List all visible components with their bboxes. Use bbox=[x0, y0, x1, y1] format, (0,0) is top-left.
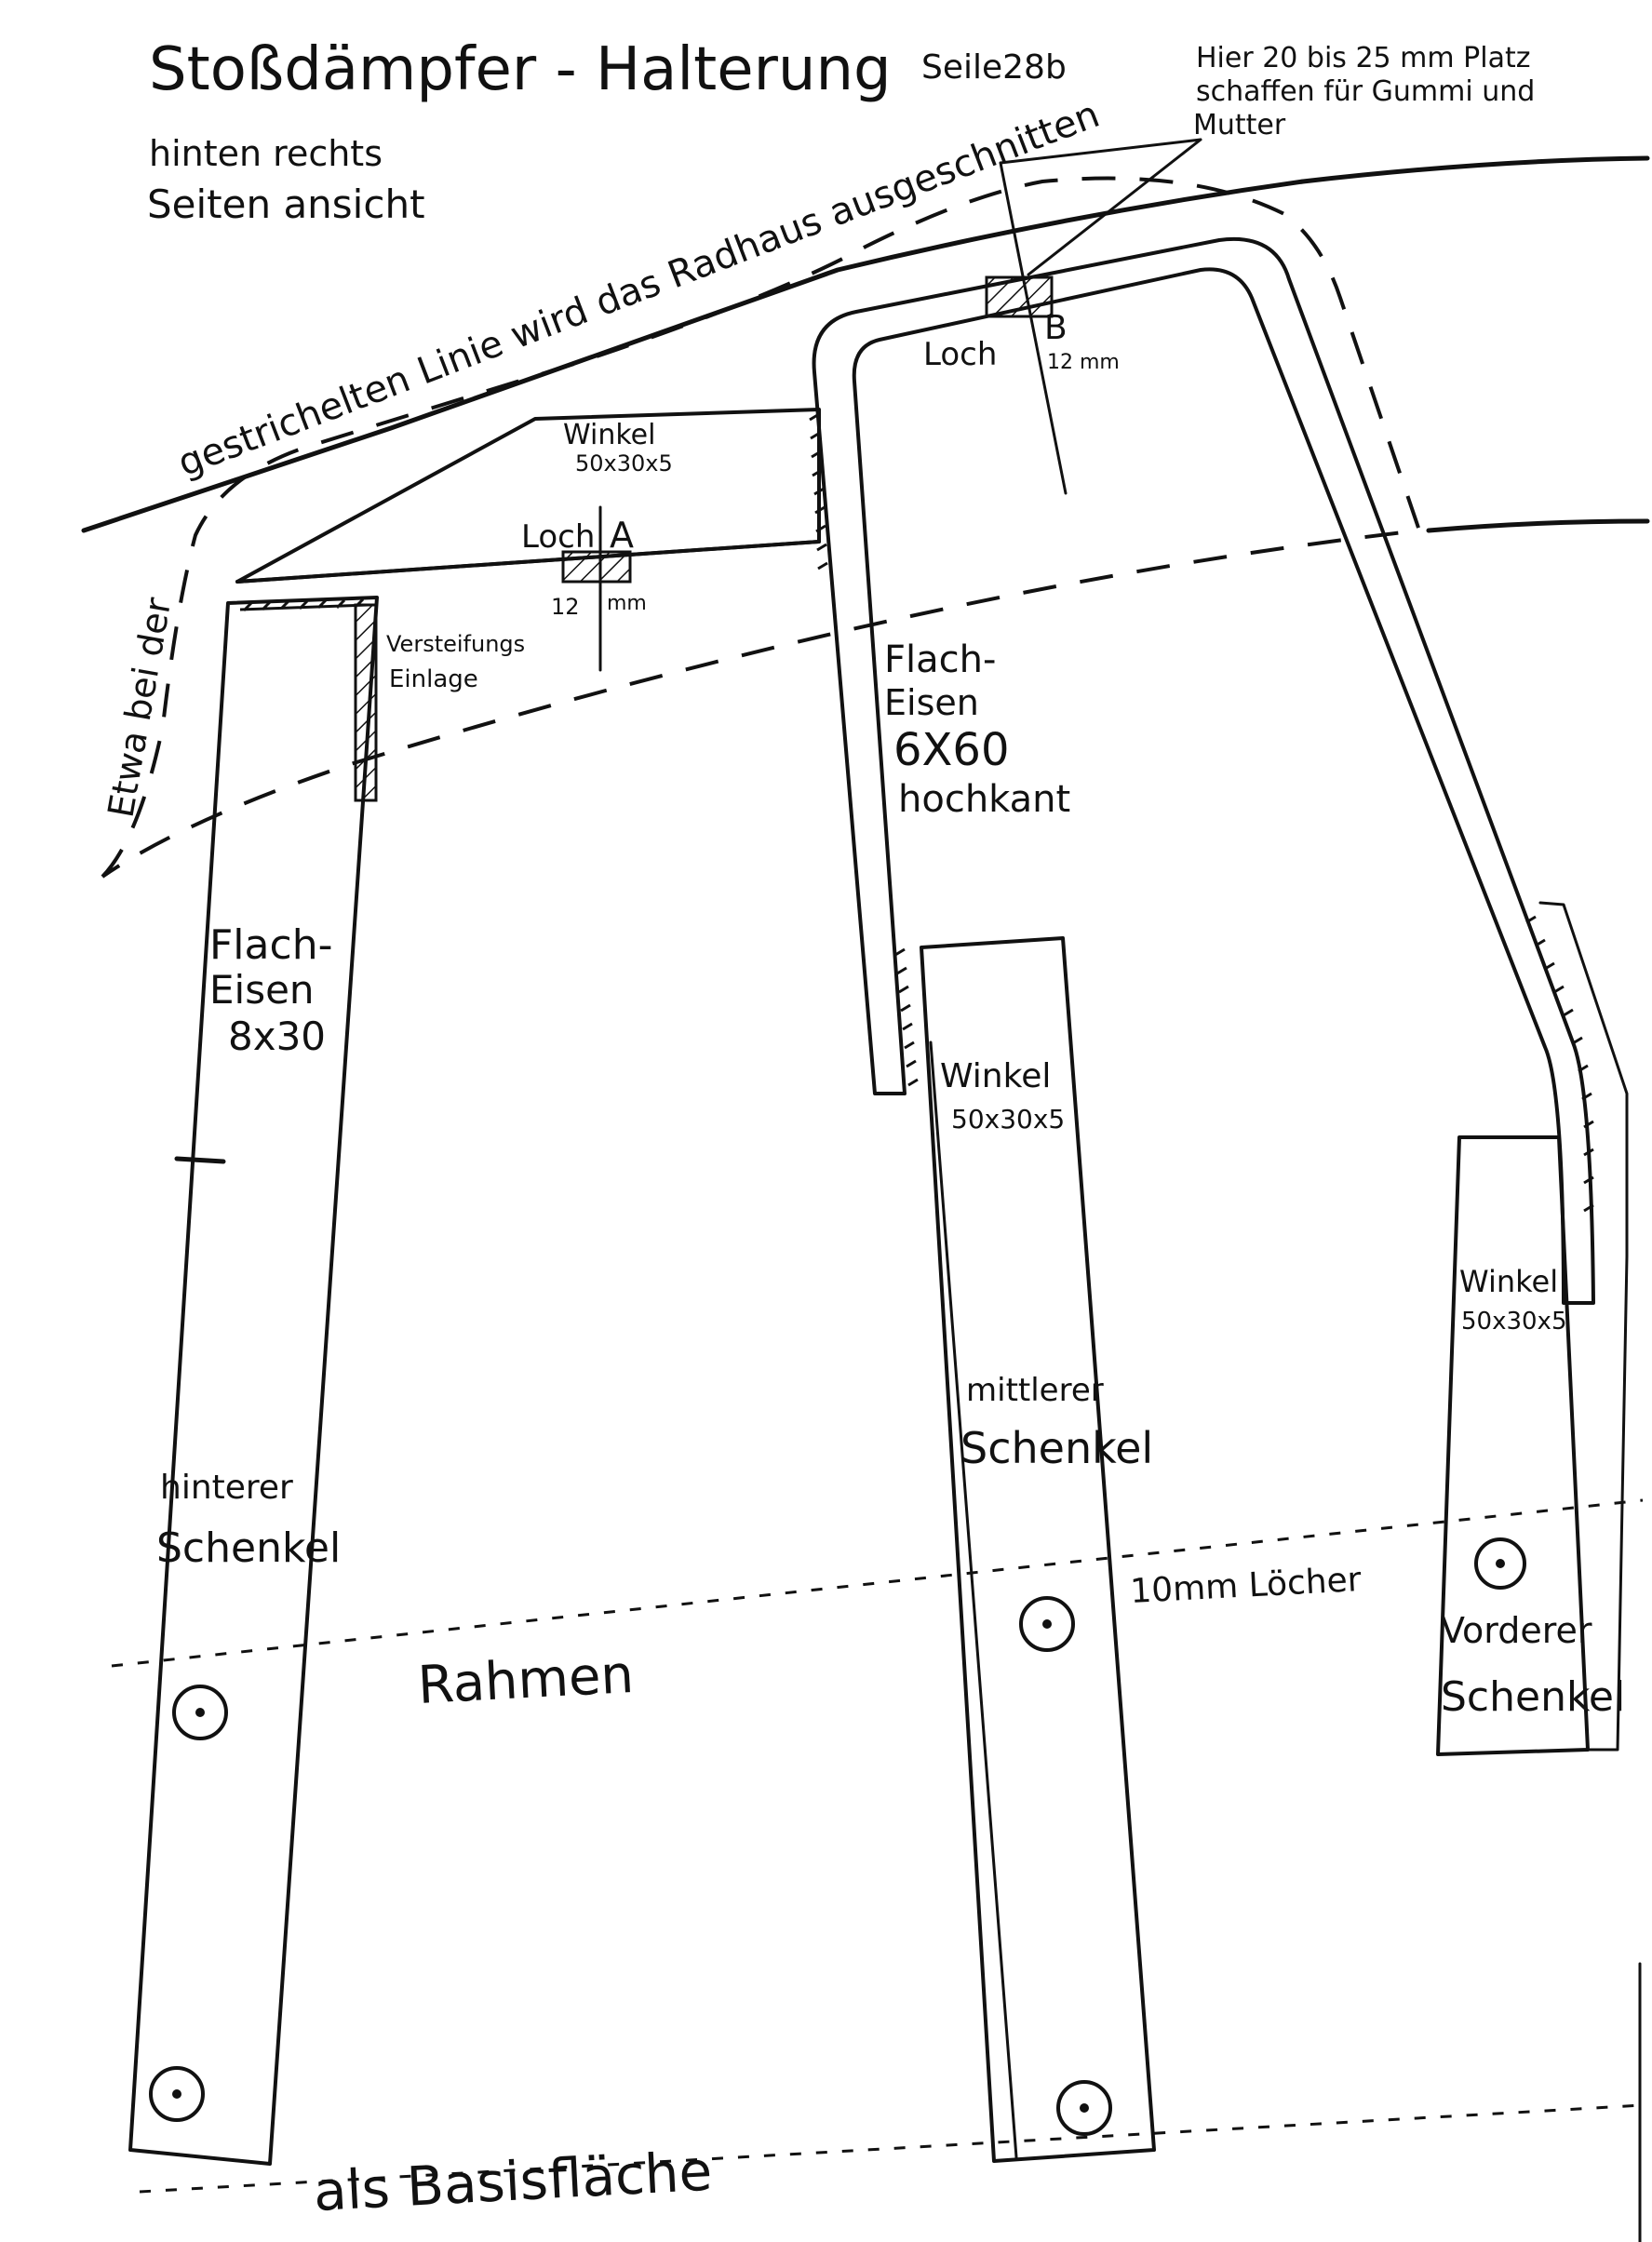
rear-leg-weld bbox=[239, 597, 369, 612]
middle-leg-inner-edge bbox=[929, 1040, 1018, 2159]
flat-mid-line-3: 6X60 bbox=[893, 724, 1010, 776]
base-label: als Basisfläche bbox=[312, 2140, 714, 2223]
hole-b-centerline bbox=[999, 161, 1068, 495]
note-space-line-2: schaffen für Gummi und bbox=[1196, 75, 1535, 108]
rear-leg-hole-lower bbox=[149, 2066, 205, 2122]
flat-mid-line-1: Flach- bbox=[884, 638, 996, 681]
hoop-weld-lower bbox=[894, 947, 919, 1087]
hoop-weld-right bbox=[1525, 915, 1594, 1213]
leg-rear-line-2: Schenkel bbox=[156, 1524, 341, 1572]
rear-leg-hole-lower-center bbox=[172, 2089, 181, 2099]
angle-front-label: Winkel bbox=[1459, 1264, 1558, 1299]
angle-top-label: Winkel bbox=[563, 419, 655, 451]
rear-leg-hole-upper-center bbox=[195, 1708, 205, 1717]
leg-mid-line-2: Schenkel bbox=[960, 1423, 1153, 1473]
stiffener-insert bbox=[354, 603, 378, 802]
hole-a-dim: 12 bbox=[551, 594, 580, 620]
flat-rear-line-1: Flach- bbox=[209, 921, 332, 969]
front-leg bbox=[1436, 1135, 1590, 1756]
hole-b-letter: B bbox=[1044, 309, 1068, 347]
middle-leg-hole-upper-center bbox=[1042, 1619, 1052, 1629]
hoop-weld-left bbox=[809, 412, 828, 571]
stiffener-label-1: Versteifungs bbox=[386, 631, 525, 657]
flat-mid-line-2: Eisen bbox=[884, 682, 979, 723]
angle-mid-size: 50x30x5 bbox=[951, 1104, 1065, 1134]
cut-note-vertical: Etwa bei der bbox=[101, 595, 180, 821]
angle-top-size: 50x30x5 bbox=[575, 450, 673, 477]
hole-a-label: Loch bbox=[521, 518, 595, 556]
hole-a-hatched bbox=[561, 550, 632, 584]
frame-label: Rahmen bbox=[416, 1645, 635, 1716]
fender-line bbox=[81, 155, 1650, 533]
rear-leg bbox=[128, 596, 379, 2166]
hole-b-hatched bbox=[985, 275, 1054, 318]
base-line-dashed bbox=[139, 2103, 1644, 2194]
rear-leg-hole-upper bbox=[172, 1685, 228, 1740]
stiffener-label-2: Einlage bbox=[389, 665, 478, 693]
top-angle-bracket bbox=[235, 408, 821, 584]
cut-line-dashed bbox=[101, 176, 1422, 879]
flat-rear-line-3: 8x30 bbox=[228, 1014, 326, 1059]
front-leg-outer-angle bbox=[1538, 901, 1629, 1752]
flat-mid-line-4: hochkant bbox=[898, 778, 1070, 821]
middle-leg bbox=[920, 936, 1156, 2163]
front-leg-hole bbox=[1474, 1537, 1526, 1590]
angle-front-size: 50x30x5 bbox=[1461, 1308, 1566, 1336]
angle-mid-label: Winkel bbox=[940, 1057, 1051, 1095]
body-line-right bbox=[1426, 518, 1650, 533]
note-space-line-1: Hier 20 bis 25 mm Platz bbox=[1196, 42, 1531, 74]
hole-b-dim: 12 mm bbox=[1047, 351, 1120, 374]
hole-a-letter: A bbox=[610, 515, 634, 556]
drawing-title: Stoßdämpfer - Halterung bbox=[149, 35, 892, 104]
holes-note: 10mm Löcher bbox=[1129, 1561, 1362, 1611]
frame-line-dashed bbox=[111, 1498, 1644, 1668]
page-reference: Seile28b bbox=[921, 48, 1067, 87]
middle-leg-hole-lower-center bbox=[1080, 2103, 1089, 2113]
leg-rear-line-1: hinterer bbox=[160, 1469, 293, 1507]
middle-leg-hole-upper bbox=[1019, 1596, 1075, 1652]
hole-a-unit: mm bbox=[607, 592, 647, 615]
note-leader-lines bbox=[999, 138, 1202, 276]
middle-leg-hole-lower bbox=[1056, 2080, 1112, 2136]
note-space-line-3: Mutter bbox=[1193, 109, 1286, 141]
subtitle-view: Seiten ansicht bbox=[147, 181, 425, 227]
main-hoop bbox=[812, 237, 1595, 1305]
leg-front-line-1: Vorderer bbox=[1441, 1610, 1592, 1651]
leg-front-line-2: Schenkel bbox=[1441, 1673, 1625, 1721]
front-leg-hole-center bbox=[1496, 1559, 1505, 1568]
flat-rear-line-2: Eisen bbox=[209, 967, 315, 1013]
hole-b-label: Loch bbox=[923, 336, 997, 373]
leg-mid-line-1: mittlerer bbox=[966, 1372, 1104, 1409]
subtitle-position: hinten rechts bbox=[149, 133, 383, 174]
